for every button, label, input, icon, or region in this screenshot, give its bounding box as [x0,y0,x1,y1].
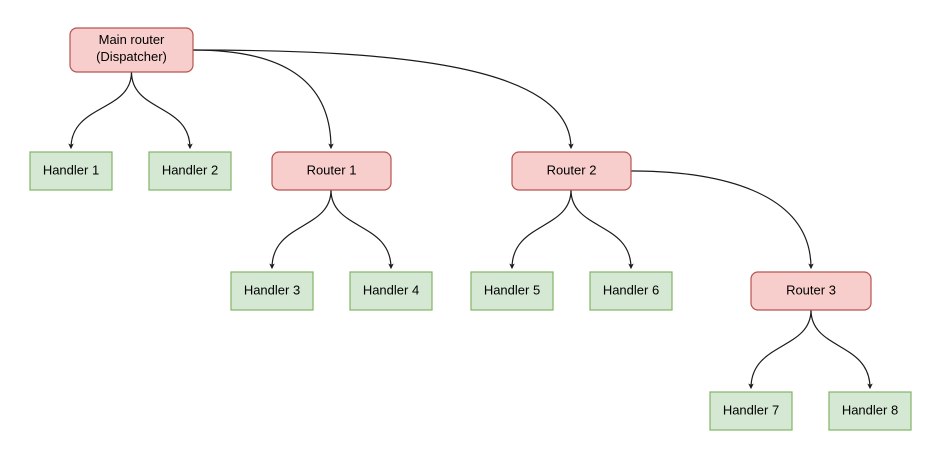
edge-main-to-handler-2 [130,71,193,150]
node-shape-handler-5[interactable] [470,271,554,311]
node-shape-handler-4[interactable] [349,271,433,311]
node-shape-main-router[interactable] [69,27,194,73]
node-shape-router-2[interactable] [511,151,632,191]
node-shape-handler-1[interactable] [29,151,113,191]
node-handler-1[interactable]: Handler 1 [29,151,113,191]
node-router-2[interactable]: Router 2 [511,151,632,191]
edge-router-1-to-handler-3 [269,189,332,270]
node-handler-6[interactable]: Handler 6 [589,271,673,311]
edge-main-to-router-2 [192,49,574,150]
node-shape-handler-3[interactable] [230,271,314,311]
edges-layer [68,49,873,390]
edge-router-1-to-handler-4 [330,189,394,270]
node-handler-5[interactable]: Handler 5 [470,271,554,311]
nodes-layer: Main router(Dispatcher) Handler 1 Handler … [29,27,912,431]
edge-router-2-to-router-3 [630,170,814,270]
node-shape-router-3[interactable] [750,271,872,311]
node-handler-2[interactable]: Handler 2 [148,151,232,191]
edge-router-3-to-handler-8 [810,309,873,390]
node-handler-7[interactable]: Handler 7 [709,391,793,431]
node-router-1[interactable]: Router 1 [271,151,392,191]
node-main-router[interactable]: Main router(Dispatcher) [69,27,194,73]
node-shape-handler-8[interactable] [828,391,912,431]
node-handler-4[interactable]: Handler 4 [349,271,433,311]
node-shape-handler-2[interactable] [148,151,232,191]
node-router-3[interactable]: Router 3 [750,271,872,311]
node-shape-router-1[interactable] [271,151,392,191]
edge-router-3-to-handler-7 [748,309,812,390]
node-handler-3[interactable]: Handler 3 [230,271,314,311]
edge-main-to-router-1 [192,49,334,150]
edge-router-2-to-handler-6 [570,189,634,270]
node-shape-handler-7[interactable] [709,391,793,431]
node-shape-handler-6[interactable] [589,271,673,311]
edge-main-to-handler-1 [68,71,133,150]
node-handler-8[interactable]: Handler 8 [828,391,912,431]
edge-router-2-to-handler-5 [509,189,572,270]
